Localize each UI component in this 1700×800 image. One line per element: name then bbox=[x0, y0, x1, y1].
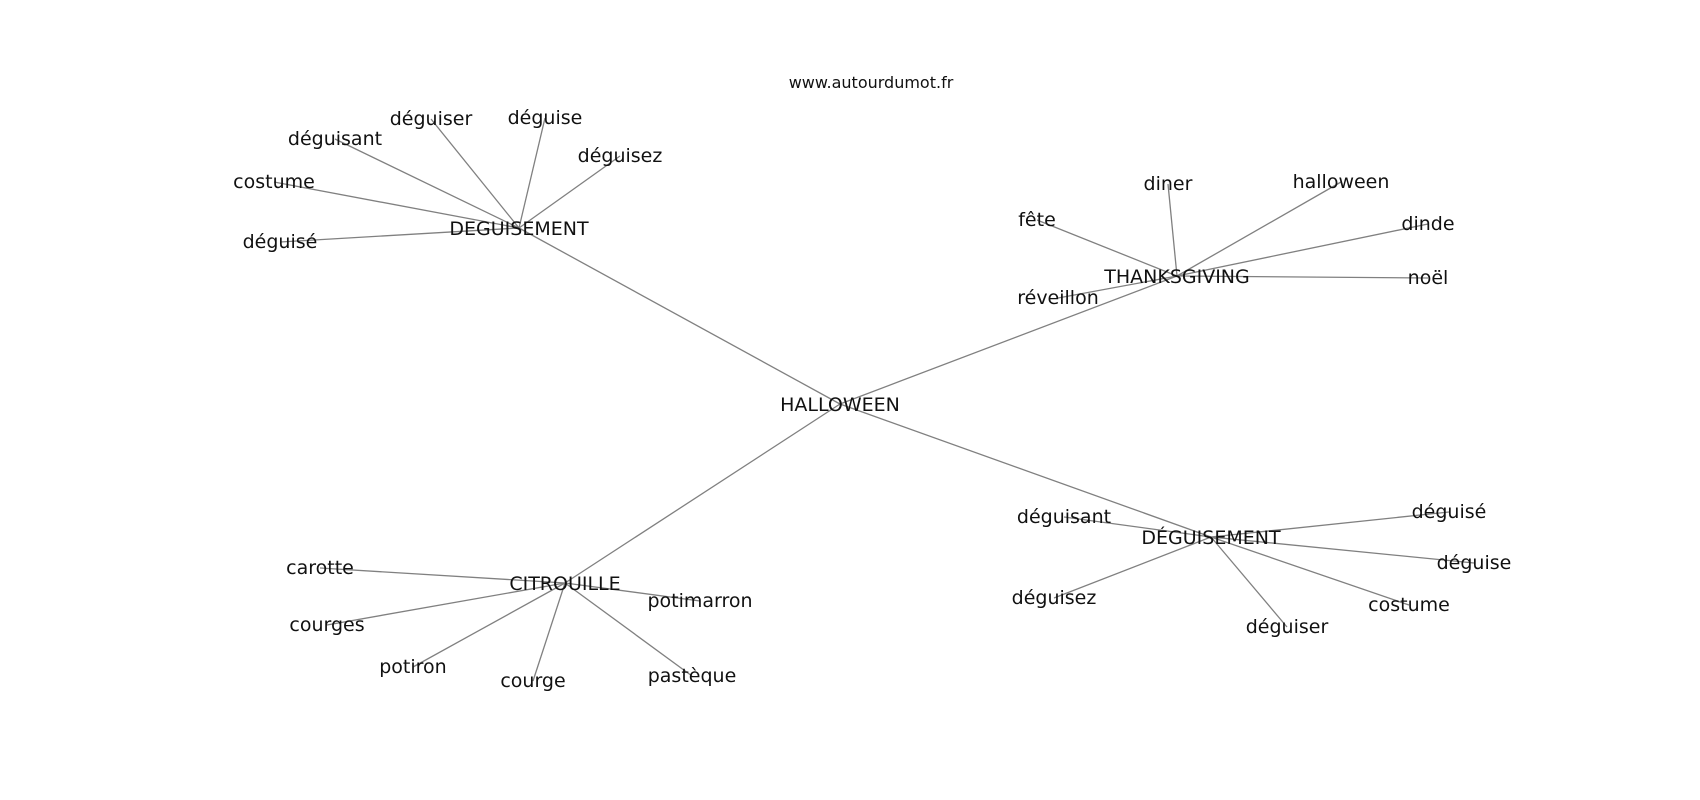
nodes-layer: HALLOWEEN DEGUISEMENT déguisant déguiser dég… bbox=[233, 107, 1511, 692]
leaf-node-label: fête bbox=[1018, 209, 1056, 231]
edge-deguisement-top-to-leaf bbox=[518, 155, 621, 229]
edge-deguisement-top-to-leaf bbox=[334, 138, 520, 229]
leaf-node-label: réveillon bbox=[1017, 287, 1099, 309]
source-label: www.autourdumot.fr bbox=[789, 73, 954, 92]
edge-thanksgiving-to-leaf bbox=[1176, 181, 1342, 277]
edge-center-to-citrouille bbox=[564, 403, 841, 584]
leaf-node-label: déguisant bbox=[1017, 506, 1111, 528]
leaf-node-label: déguiser bbox=[390, 108, 473, 130]
leaf-node-label: noël bbox=[1408, 267, 1449, 289]
leaf-node-label: potiron bbox=[379, 656, 446, 678]
edge-citrouille-to-leaf bbox=[532, 582, 566, 682]
leaf-node-label: costume bbox=[233, 171, 315, 193]
edge-center-to-deguisement-bottom bbox=[839, 403, 1212, 538]
leaf-node-label: courges bbox=[289, 614, 364, 636]
edge-deguisement-bottom-to-leaf bbox=[1210, 536, 1410, 606]
edge-citrouille-to-leaf bbox=[412, 582, 566, 668]
edge-deguisement-bottom-to-leaf bbox=[1063, 516, 1212, 538]
leaf-node-label: costume bbox=[1368, 594, 1450, 616]
leaf-node-label: déguisez bbox=[578, 145, 663, 167]
hub-node-label: THANKSGIVING bbox=[1103, 266, 1250, 288]
center-node-label: HALLOWEEN bbox=[780, 394, 900, 416]
edge-deguisement-bottom-to-leaf bbox=[1210, 511, 1450, 538]
leaf-node-label: déguiser bbox=[1246, 616, 1329, 638]
leaf-node-label: pastèque bbox=[648, 665, 737, 687]
edge-deguisement-bottom-to-leaf bbox=[1210, 536, 1288, 628]
leaf-node-label: courge bbox=[500, 670, 565, 692]
hub-node-label: DEGUISEMENT bbox=[449, 218, 589, 240]
leaf-node-label: déguisant bbox=[288, 128, 382, 150]
leaf-node-label: déguisé bbox=[243, 231, 318, 253]
edge-deguisement-bottom-to-leaf bbox=[1053, 536, 1212, 599]
edge-deguisement-top-to-leaf bbox=[273, 181, 520, 229]
leaf-node-label: déguisé bbox=[1412, 501, 1487, 523]
edge-thanksgiving-to-leaf bbox=[1036, 219, 1178, 277]
edge-citrouille-to-leaf bbox=[564, 582, 701, 602]
edge-deguisement-top-to-leaf bbox=[518, 117, 546, 229]
edge-citrouille-to-leaf bbox=[564, 582, 693, 677]
edges-layer bbox=[273, 117, 1475, 682]
leaf-node-label: dinde bbox=[1401, 213, 1454, 235]
leaf-node-label: déguise bbox=[508, 107, 583, 129]
hub-node-label: DÉGUISEMENT bbox=[1141, 526, 1281, 549]
leaf-node-label: déguisez bbox=[1012, 587, 1097, 609]
edge-thanksgiving-to-leaf bbox=[1167, 183, 1178, 277]
leaf-node-label: halloween bbox=[1293, 171, 1390, 193]
edge-deguisement-top-to-leaf bbox=[279, 227, 520, 243]
edge-deguisement-top-to-leaf bbox=[430, 118, 520, 229]
edge-center-to-thanksgiving bbox=[839, 275, 1178, 405]
leaf-node-label: déguise bbox=[1437, 552, 1512, 574]
edge-citrouille-to-leaf bbox=[319, 567, 566, 584]
edge-deguisement-bottom-to-leaf bbox=[1210, 536, 1475, 564]
edge-thanksgiving-to-leaf bbox=[1057, 275, 1178, 299]
edge-center-to-deguisement-top bbox=[518, 227, 841, 405]
edge-thanksgiving-to-leaf bbox=[1176, 275, 1429, 279]
hub-node-label: CITROUILLE bbox=[509, 573, 620, 595]
leaf-node-label: carotte bbox=[286, 557, 354, 579]
edge-citrouille-to-leaf bbox=[326, 582, 566, 626]
edge-thanksgiving-to-leaf bbox=[1176, 223, 1429, 277]
leaf-node-label: diner bbox=[1144, 173, 1193, 195]
leaf-node-label: potimarron bbox=[647, 590, 752, 612]
